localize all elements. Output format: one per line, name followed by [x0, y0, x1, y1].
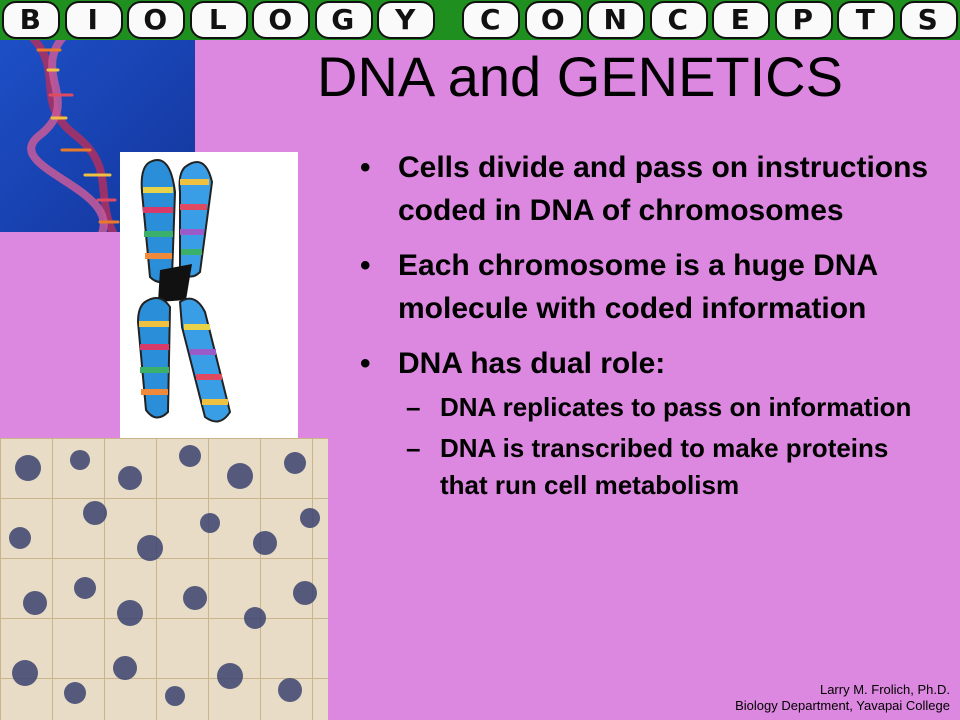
credit-affiliation: Biology Department, Yavapai College	[735, 698, 950, 713]
bullet-text: Each chromosome is a huge DNA molecule w…	[398, 249, 878, 325]
bullet-item: • DNA has dual role: – DNA replicates to…	[360, 342, 940, 504]
chromosome-image	[120, 152, 298, 440]
credit-name: Larry M. Frolich, Ph.D.	[819, 682, 950, 697]
sub-bullet-marker: –	[406, 433, 421, 463]
bullet-text: Cells divide and pass on instructions co…	[398, 151, 929, 227]
sub-bullet-list: – DNA replicates to pass on information …	[398, 389, 940, 504]
bullet-marker: •	[360, 249, 371, 282]
bullet-marker: •	[360, 151, 371, 184]
bullet-text: DNA has dual role:	[398, 347, 666, 380]
bullet-item: • Each chromosome is a huge DNA molecule…	[360, 244, 940, 330]
sub-bullet-text: DNA is transcribed to make proteins that…	[440, 433, 889, 500]
sub-bullet-marker: –	[406, 392, 421, 422]
bullet-marker: •	[360, 347, 371, 380]
cell-micrograph-image	[0, 438, 328, 720]
sub-bullet-text: DNA replicates to pass on information	[440, 392, 912, 422]
dna-helix-image	[0, 40, 195, 232]
slide-title: DNA and GENETICS	[317, 45, 843, 108]
author-credit: Larry M. Frolich, Ph.D. Biology Departme…	[735, 682, 950, 714]
bullet-item: • Cells divide and pass on instructions …	[360, 146, 940, 232]
bullet-list: • Cells divide and pass on instructions …	[360, 146, 940, 516]
sub-bullet-item: – DNA replicates to pass on information	[398, 389, 940, 426]
sub-bullet-item: – DNA is transcribed to make proteins th…	[398, 430, 940, 504]
